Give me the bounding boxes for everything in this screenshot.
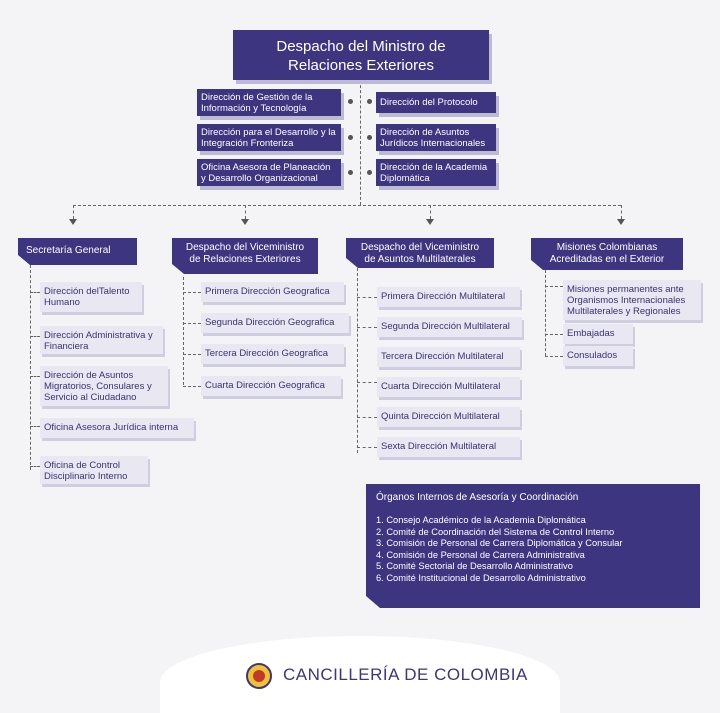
list-item: Tercera Dirección Multilateral (377, 347, 520, 367)
branch-drop (430, 205, 431, 219)
office-box: Dirección de la Academia Diplomática (376, 159, 496, 186)
item-connector (30, 376, 40, 377)
minister-office: Despacho del Ministro de Relaciones Exte… (233, 30, 489, 80)
column-connector (357, 268, 358, 453)
branch-drop (73, 205, 74, 219)
branch-drop (245, 205, 246, 219)
connector-dot (348, 170, 353, 175)
list-item: Segunda Dirección Geografica (201, 313, 349, 333)
item-connector (30, 336, 40, 337)
branch-line (73, 205, 621, 206)
arrow-icon (69, 219, 77, 225)
list-item: Oficina de Control Disciplinario Interno (40, 456, 148, 484)
advisory-body-item: 3. Comisión de Personal de Carrera Diplo… (376, 538, 623, 548)
list-item: Quinta Dirección Multilateral (377, 407, 520, 427)
list-item: Dirección delTalento Humano (40, 282, 142, 312)
item-connector (357, 327, 377, 328)
connector-dot (348, 135, 353, 140)
arrow-icon (241, 219, 249, 225)
office-box: Dirección para el Desarrollo y la Integr… (197, 124, 341, 151)
advisory-body-item: 1. Consejo Académico de la Academia Dipl… (376, 515, 586, 525)
column-header: Despacho del Viceministro de Relaciones … (172, 238, 318, 274)
advisory-body-item: 4. Comisión de Personal de Carrera Admin… (376, 549, 585, 560)
item-connector (357, 297, 377, 298)
list-item: Segunda Dirección Multilateral (377, 317, 522, 337)
item-connector (30, 466, 40, 467)
list-item: Misiones permanentes ante Organismos Int… (563, 280, 701, 320)
column-connector (545, 270, 546, 356)
advisory-bodies-title: Órganos Internos de Asesoría y Coordinac… (376, 492, 579, 503)
advisory-body-item: 2. Comité de Coordinación del Sistema de… (376, 526, 615, 537)
list-item: Cuarta Dirección Multilateral (377, 377, 520, 397)
item-connector (545, 334, 563, 335)
column-header: Despacho del Viceministro de Asuntos Mul… (346, 238, 494, 268)
connector-dot (348, 99, 353, 104)
item-connector (30, 292, 40, 293)
office-box: Dirección de Asuntos Jurídicos Internaci… (376, 124, 496, 151)
list-item: Oficina Asesora Jurídica interna (40, 418, 194, 438)
coat-of-arms-icon (246, 663, 272, 689)
office-box: Dirección del Protocolo (376, 92, 496, 113)
advisory-bodies-panel: Órganos Internos de Asesoría y Coordinac… (366, 484, 700, 608)
office-box: Dirección de Gestión de la Información y… (197, 89, 341, 116)
item-connector (183, 323, 201, 324)
column-connector (183, 277, 184, 385)
advisory-body-item: 5. Comité Sectorial de Desarrollo Admini… (376, 561, 573, 571)
arrow-icon (426, 219, 434, 225)
advisory-body-item: 6. Comité Institucional de Desarrollo Ad… (376, 572, 586, 583)
brand-name: CANCILLERÍA DE COLOMBIA (283, 665, 528, 684)
list-item: Consulados (563, 346, 633, 366)
item-connector (357, 382, 377, 383)
item-connector (357, 417, 377, 418)
list-item: Dirección Administrativa y Financiera (40, 326, 163, 354)
minister-title-line1: Despacho del Ministro de (276, 38, 446, 55)
item-connector (357, 447, 377, 448)
branch-drop (621, 205, 622, 219)
connector-dot (367, 99, 372, 104)
item-connector (545, 356, 563, 357)
column-connector (30, 265, 31, 470)
list-item: Sexta Dirección Multilateral (377, 437, 520, 457)
list-item: Cuarta Dirección Geografica (201, 376, 341, 396)
column-header: Secretaría General (18, 238, 137, 265)
office-box: Oficina Asesora de Planeación y Desarrol… (197, 159, 341, 186)
connector-dot (367, 170, 372, 175)
list-item: Primera Dirección Multilateral (377, 287, 520, 307)
main-connector (360, 80, 361, 205)
minister-title-line2: Relaciones Exteriores (288, 57, 434, 74)
item-connector (183, 386, 201, 387)
item-connector (183, 292, 201, 293)
connector-dot (367, 135, 372, 140)
list-item: Tercera Dirección Geografica (201, 344, 344, 364)
list-item: Dirección de Asuntos Migratorios, Consul… (40, 366, 168, 406)
list-item: Embajadas (563, 324, 633, 344)
list-item: Primera Dirección Geografica (201, 282, 344, 302)
item-connector (30, 426, 40, 427)
column-header: Misiones Colombianas Acreditadas en el E… (531, 238, 683, 270)
arrow-icon (617, 219, 625, 225)
item-connector (183, 354, 201, 355)
footer (160, 636, 560, 713)
item-connector (545, 286, 563, 287)
